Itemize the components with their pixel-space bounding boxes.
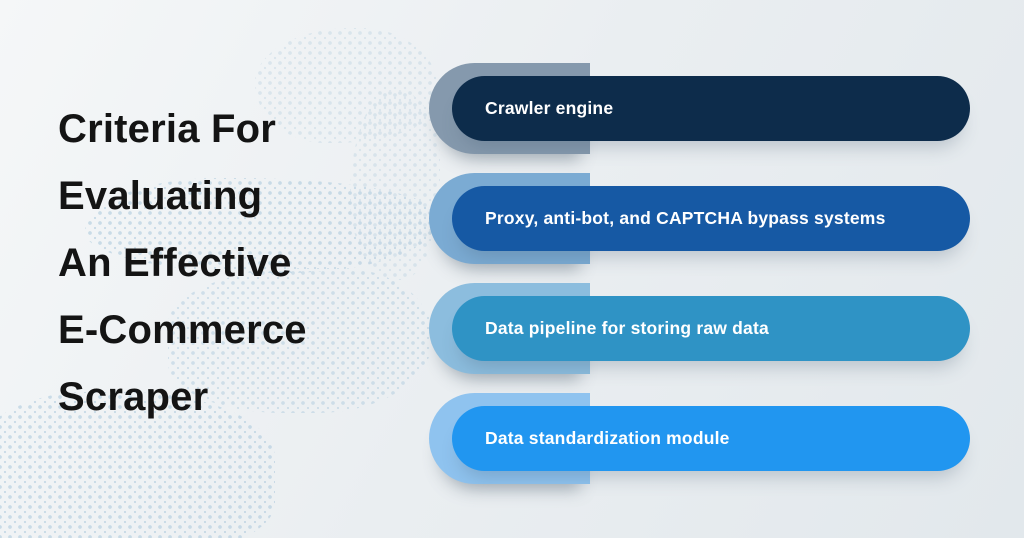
criteria-label: Proxy, anti-bot, and CAPTCHA bypass syst… xyxy=(485,208,886,228)
criteria-pill: Crawler engine xyxy=(452,76,970,141)
title-line: An Effective xyxy=(58,241,292,285)
title-line: E-Commerce xyxy=(58,308,307,352)
title-line: Scraper xyxy=(58,375,209,419)
criteria-label: Data pipeline for storing raw data xyxy=(485,318,769,338)
criteria-label: Crawler engine xyxy=(485,98,614,118)
page-title: Criteria For Evaluating An Effective E-C… xyxy=(58,96,307,431)
criteria-row-data-pipeline: Data pipeline for storing raw data xyxy=(429,283,971,374)
title-line: Criteria For xyxy=(58,107,277,151)
criteria-row-proxy-antibot-captcha: Proxy, anti-bot, and CAPTCHA bypass syst… xyxy=(429,173,971,264)
criteria-row-data-standardization: Data standardization module xyxy=(429,393,971,484)
title-line: Evaluating xyxy=(58,174,263,218)
criteria-label: Data standardization module xyxy=(485,428,730,448)
criteria-pill: Data standardization module xyxy=(452,406,970,471)
criteria-pill: Data pipeline for storing raw data xyxy=(452,296,970,361)
criteria-row-crawler-engine: Crawler engine xyxy=(429,63,971,154)
criteria-pill: Proxy, anti-bot, and CAPTCHA bypass syst… xyxy=(452,186,970,251)
dot-pattern xyxy=(350,90,440,280)
